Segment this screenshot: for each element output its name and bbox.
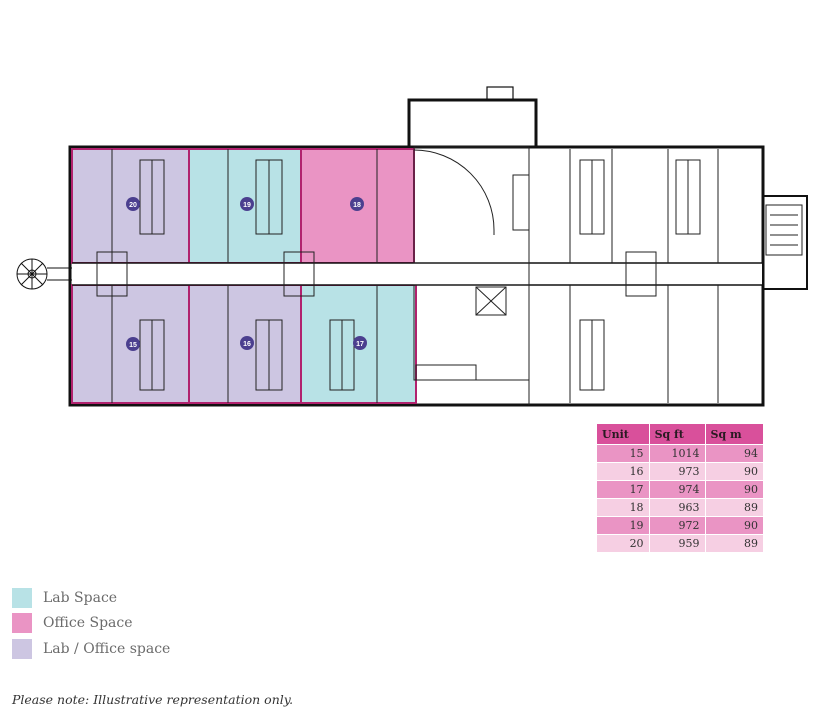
legend-item-lab-office: Lab / Office space: [12, 636, 170, 662]
lab-office-swatch: [12, 638, 32, 659]
legend: Lab Space Office Space Lab / Office spac…: [12, 585, 170, 662]
legend-item-office: Office Space: [12, 611, 170, 637]
unit-16-marker: 16: [240, 336, 254, 350]
spiral-stair: [16, 258, 72, 290]
sqm-column-header: Sq m: [704, 423, 764, 445]
corridor: [72, 263, 762, 285]
unit-15-marker: 15: [126, 337, 140, 351]
svg-text:15: 15: [129, 342, 137, 349]
floor-plan: 20 19 18 15 16 17: [16, 86, 808, 407]
unit-20-marker: 20: [126, 197, 140, 211]
svg-text:20: 20: [129, 202, 137, 209]
unit-column-header: Unit: [596, 423, 650, 445]
legend-item-lab: Lab Space: [12, 585, 170, 611]
unit-19-marker: 19: [240, 197, 254, 211]
svg-text:19: 19: [243, 202, 251, 209]
svg-text:16: 16: [243, 341, 251, 348]
lab-swatch: [12, 587, 32, 608]
tower-cap: [486, 86, 514, 101]
svg-text:17: 17: [356, 341, 364, 348]
disclaimer-note: Please note: Illustrative representation…: [12, 692, 294, 707]
unit-17-marker: 17: [353, 336, 367, 350]
top-tower: [407, 98, 538, 149]
sqft-column-header: Sq ft: [648, 423, 706, 445]
unit-18-marker: 18: [350, 197, 364, 211]
office-swatch: [12, 613, 32, 634]
right-stair-annex: [762, 195, 808, 290]
svg-text:18: 18: [353, 202, 361, 209]
